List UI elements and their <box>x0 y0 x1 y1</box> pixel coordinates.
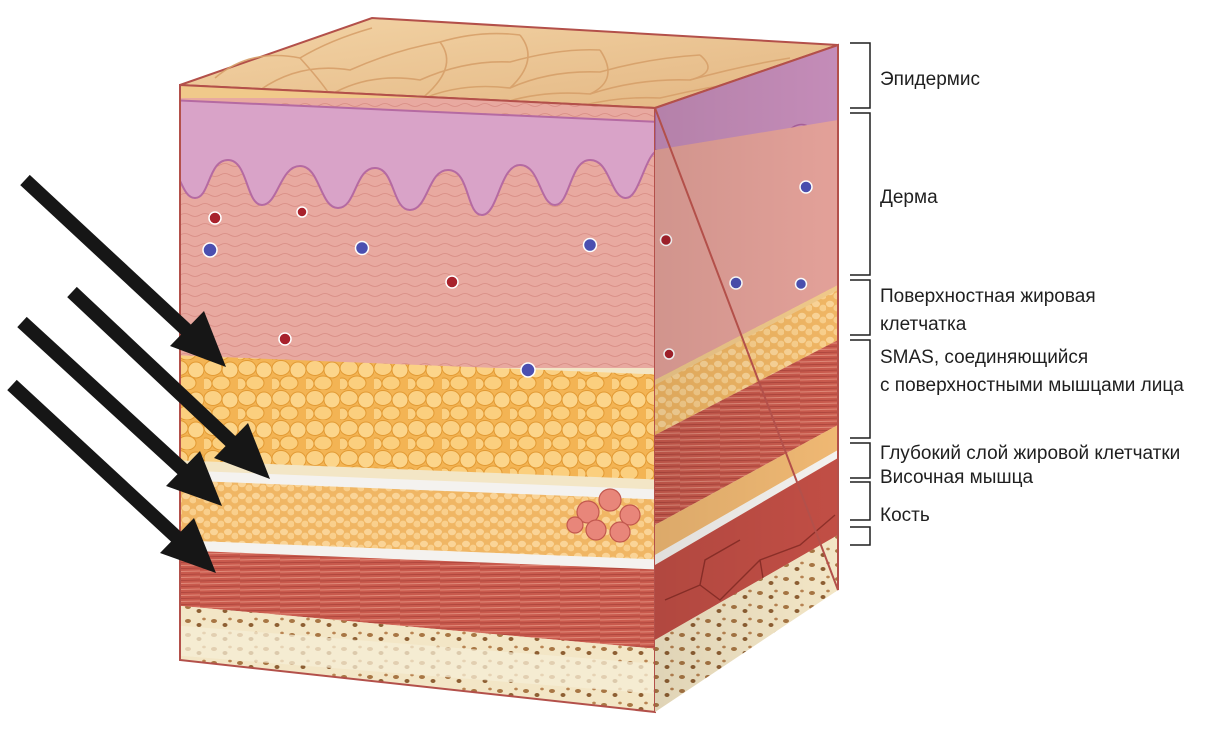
bracket-icon <box>850 43 870 108</box>
label-dermis: Дерма <box>880 186 938 210</box>
bracket-icon <box>850 482 870 520</box>
label-epidermis: Эпидермис <box>880 68 980 92</box>
label-bone: Кость <box>880 504 930 528</box>
side-face <box>650 40 845 720</box>
layer-brackets <box>850 43 870 545</box>
bracket-icon <box>850 280 870 335</box>
label-superficial-fat: Поверхностная жировая клетчатка <box>880 285 1096 337</box>
label-deep-fat: Глубокий слой жировой клетчатки <box>880 442 1180 466</box>
label-smas: SMAS, соединяющийся с поверхностными мыш… <box>880 346 1184 398</box>
bracket-icon <box>850 340 870 438</box>
label-temporal-muscle: Височная мышца <box>880 466 1033 490</box>
bracket-icon <box>850 113 870 275</box>
bracket-icon <box>850 443 870 478</box>
bracket-icon <box>850 527 870 545</box>
front-face <box>170 80 670 720</box>
